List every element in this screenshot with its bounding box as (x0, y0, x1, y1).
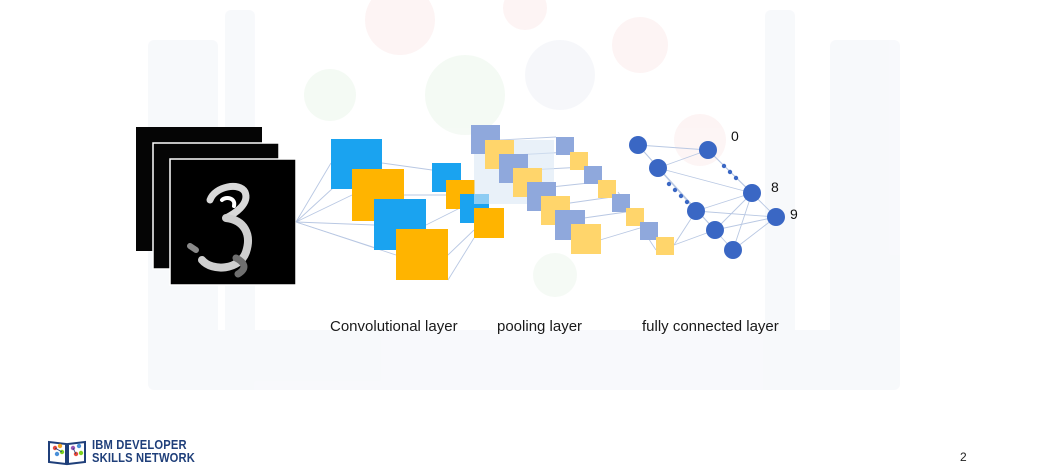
output-label-8: 8 (771, 179, 779, 195)
page-number: 2 (960, 450, 967, 464)
convolutional-feature-maps (331, 139, 504, 280)
pooling-feature-maps (471, 125, 674, 255)
fully-connected-layer-caption: fully connected layer (642, 318, 779, 335)
ellipsis-dot (672, 187, 678, 193)
pooling-layer-caption: pooling layer (497, 318, 583, 335)
logo-line-1: IBM DEVELOPER (92, 437, 187, 452)
ellipsis-dot (666, 181, 672, 187)
pool2-map-4 (598, 180, 616, 198)
neuron (699, 141, 717, 159)
logo-text: IBM DEVELOPER SKILLS NETWORK (92, 438, 195, 464)
neuron (724, 241, 742, 259)
ellipsis-dot (721, 163, 727, 169)
pool2-map-3 (584, 166, 602, 184)
pool2-map-2 (570, 152, 588, 170)
conv2-map-orange-2 (474, 208, 504, 238)
ellipsis-dot (733, 175, 739, 181)
neuron (706, 221, 724, 239)
book-network-icon (48, 440, 86, 466)
pool2-map-1 (556, 137, 574, 155)
pool2-map-5 (612, 194, 630, 212)
pool2-map-6 (626, 208, 644, 226)
output-label-9: 9 (790, 206, 798, 222)
input-digit-images (136, 127, 297, 286)
logo-line-2: SKILLS NETWORK (92, 450, 196, 465)
ibm-developer-skills-network-logo: IBM DEVELOPER SKILLS NETWORK (46, 436, 212, 466)
neuron (767, 208, 785, 226)
neuron (629, 136, 647, 154)
conv-map-orange-2 (396, 229, 448, 280)
ellipsis-dot (727, 169, 733, 175)
ellipsis-dot (678, 193, 684, 199)
fully-connected-neurons (629, 136, 785, 259)
convolutional-layer-caption: Convolutional layer (330, 318, 458, 335)
handwritten-digit-3 (187, 182, 252, 278)
output-label-0: 0 (731, 128, 739, 144)
ellipsis-dot (684, 199, 690, 205)
pool2-map-8 (656, 237, 674, 255)
pool2-map-7 (640, 222, 658, 240)
pool-map-8 (571, 224, 601, 254)
neuron (687, 202, 705, 220)
neuron (743, 184, 761, 202)
neuron (649, 159, 667, 177)
